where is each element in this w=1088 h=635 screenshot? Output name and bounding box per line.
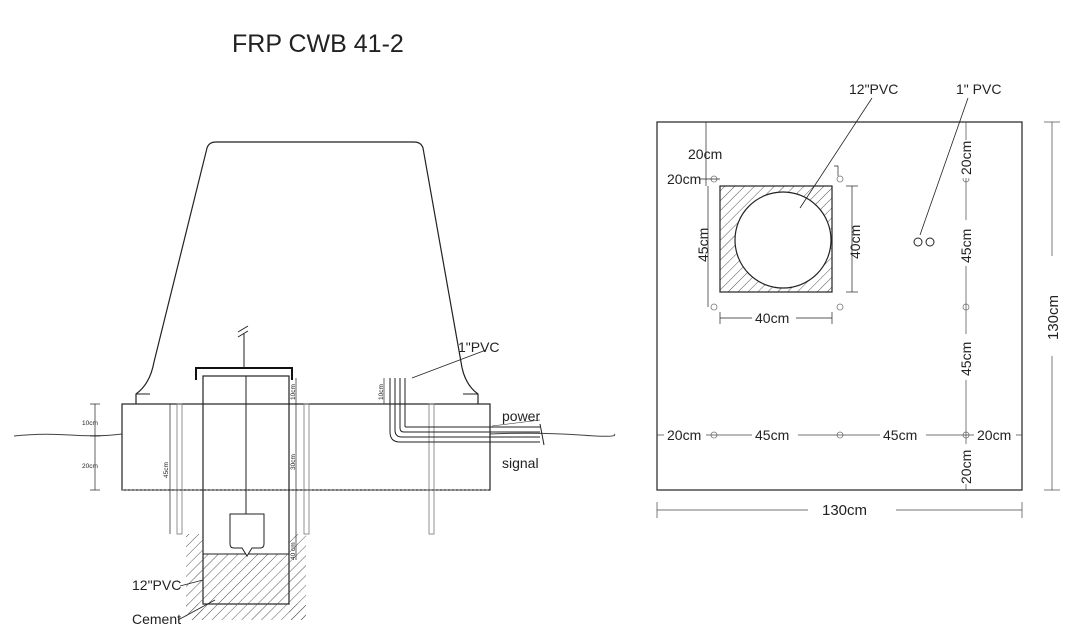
diagram-title: FRP CWB 41-2 bbox=[232, 30, 404, 58]
power-label: power bbox=[502, 408, 540, 424]
dim-box-45cm: 45cm bbox=[695, 228, 711, 262]
pvc-1inch-plan-leader bbox=[919, 97, 969, 236]
dim-10cm-pvc: 10cm bbox=[378, 384, 385, 400]
soil-hatch-left bbox=[186, 534, 203, 620]
dim-box-width-40cm: 40cm bbox=[755, 310, 789, 326]
pvc-12inch-plan-leader bbox=[799, 97, 873, 209]
dim-10cm-top: 10cm bbox=[290, 384, 297, 400]
anchor-bolt-1 bbox=[176, 403, 183, 535]
conduit-end-mark bbox=[539, 423, 545, 446]
pipe-cap bbox=[195, 367, 293, 380]
dim-overall-height: 130cm bbox=[1045, 295, 1062, 340]
power-leader bbox=[491, 419, 541, 427]
ground-line-left bbox=[13, 433, 123, 437]
side-view: 1"PVC power signal 12"PVC Cement 10cm 20… bbox=[13, 141, 616, 627]
pvc-1inch-leader bbox=[411, 349, 487, 379]
conduit-3 bbox=[399, 378, 540, 433]
cabinet-housing bbox=[135, 141, 479, 404]
pvc-1inch-hole-1 bbox=[913, 237, 923, 247]
conduit-1 bbox=[389, 378, 540, 443]
plan-view: 12"PVC 1" PVC 20cm 20cm 45cm 40cm 40cm 2… bbox=[656, 81, 1062, 519]
dim-right-45cm-b: 45cm bbox=[958, 342, 974, 376]
dim-45cm: 45cm bbox=[163, 462, 170, 478]
pvc-12inch-plan-label: 12"PVC bbox=[849, 81, 898, 97]
dim-bottom-20cm-down: 20cm bbox=[958, 450, 974, 484]
break-mark-2 bbox=[237, 330, 249, 338]
dim-bottom-20cm-right: 20cm bbox=[977, 427, 1011, 443]
plan-outline bbox=[656, 121, 1023, 491]
ground-line-right bbox=[489, 432, 616, 437]
anchor-bolt-3 bbox=[428, 403, 435, 535]
side-dimension-left bbox=[90, 403, 100, 491]
dim-right-20cm-top: 20cm bbox=[958, 141, 974, 175]
dim-circle-40cm: 40cm bbox=[847, 225, 863, 259]
break-mark-1 bbox=[237, 325, 249, 333]
dim-right-45cm-a: 45cm bbox=[958, 229, 974, 263]
pvc-1inch-plan-label: 1" PVC bbox=[956, 81, 1001, 97]
dim-top-20cm-a: 20cm bbox=[688, 146, 722, 162]
cement-fill bbox=[202, 553, 290, 605]
anchor-bolt-2 bbox=[303, 403, 310, 535]
cement-leader bbox=[177, 599, 216, 621]
dim-top-20cm-b: 20cm bbox=[667, 171, 701, 187]
signal-label: signal bbox=[502, 455, 539, 471]
dim-10cm-left: 10cm bbox=[82, 420, 98, 427]
dim-30cm: 30cm bbox=[290, 454, 297, 470]
sensor-probe bbox=[229, 513, 265, 557]
pvc-1inch-hole-2 bbox=[925, 237, 935, 247]
conduit-2 bbox=[394, 378, 540, 438]
cement-label: Cement bbox=[132, 611, 181, 627]
dim-20cm-left: 20cm bbox=[82, 463, 98, 470]
dim-overall-width: 130cm bbox=[822, 502, 867, 519]
dim-40cm-low: 40 cm bbox=[290, 542, 297, 560]
soil-hatch-right bbox=[289, 534, 306, 620]
pvc-12inch-label: 12"PVC bbox=[132, 577, 181, 593]
dim-bottom-45cm-b: 45cm bbox=[883, 427, 917, 443]
soil-hatch-bottom bbox=[186, 604, 306, 620]
dim-bracket-right-top bbox=[834, 165, 839, 176]
dim-bottom-45cm-a: 45cm bbox=[755, 427, 789, 443]
pipe-circle bbox=[734, 191, 832, 289]
dim-bottom-20cm-left: 20cm bbox=[667, 427, 701, 443]
conduit-4 bbox=[404, 378, 540, 428]
pvc-1inch-label: 1"PVC bbox=[458, 339, 500, 355]
pvc-12inch-leader bbox=[179, 579, 204, 587]
